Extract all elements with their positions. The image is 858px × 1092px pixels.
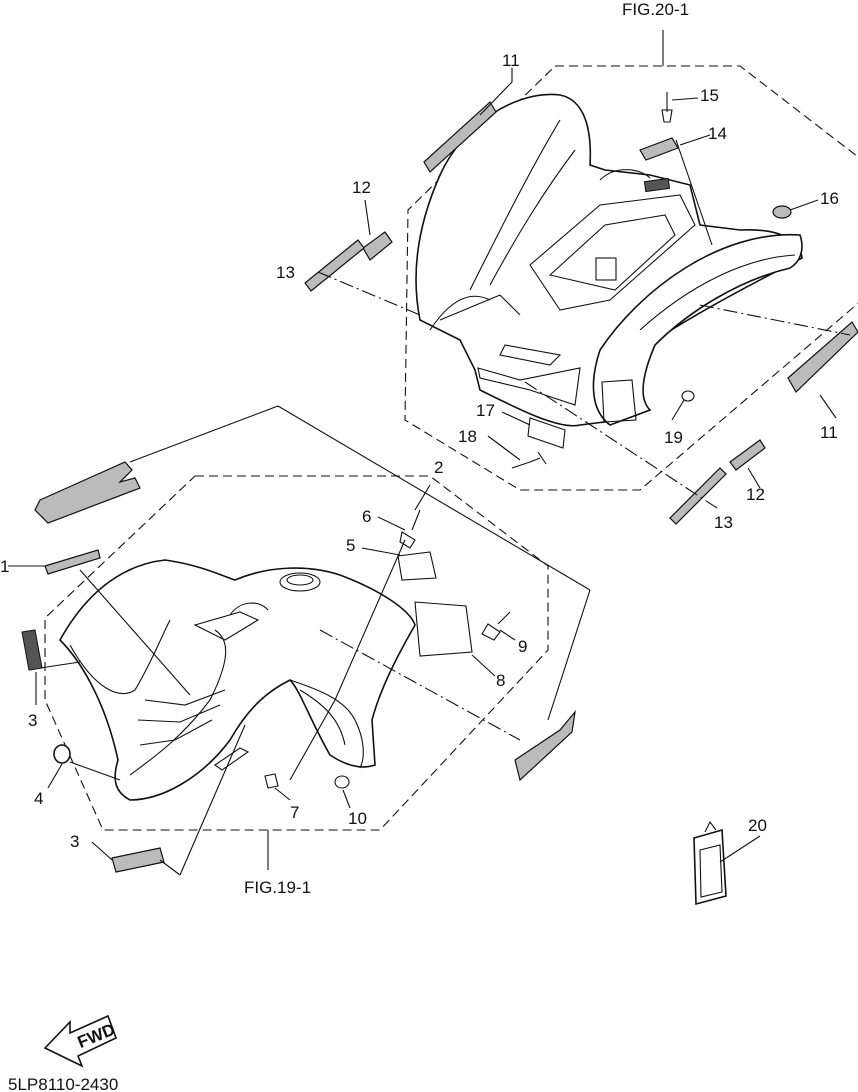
callout-3b: 3 [70,832,79,851]
callout-1: 1 [0,557,9,576]
callout-6: 6 [362,507,371,526]
manual-bag [693,820,761,906]
callout-20: 20 [748,816,767,835]
callout-13a: 13 [276,263,295,282]
callout-3a: 3 [28,711,37,730]
callout-8: 8 [496,671,505,690]
callout-12b: 12 [746,485,765,504]
drawing-code: 5LP8110-2430 [8,1075,118,1092]
callout-2: 2 [434,458,443,477]
callout-7: 7 [290,803,299,822]
fig-ref-bottom: FIG.19-1 [244,878,311,897]
callout-19: 19 [664,428,683,447]
callout-15: 15 [700,86,719,105]
front-fender-group [8,405,591,876]
callout-11b: 11 [820,423,838,442]
callout-5: 5 [346,536,355,555]
callout-9: 9 [518,637,527,656]
callout-16: 16 [820,189,839,208]
callout-14: 14 [708,124,727,143]
callout-17: 17 [476,401,495,420]
fwd-arrow-icon: FWD [43,1014,118,1068]
callout-12a: 12 [352,178,371,197]
fig-ref-top: FIG.20-1 [622,0,689,19]
callout-13b: 13 [714,513,733,532]
callout-18: 18 [458,427,477,446]
callout-4: 4 [34,789,43,808]
callout-11a: 11 [502,51,520,70]
callout-10: 10 [348,809,367,828]
rear-fender-group [304,30,858,525]
